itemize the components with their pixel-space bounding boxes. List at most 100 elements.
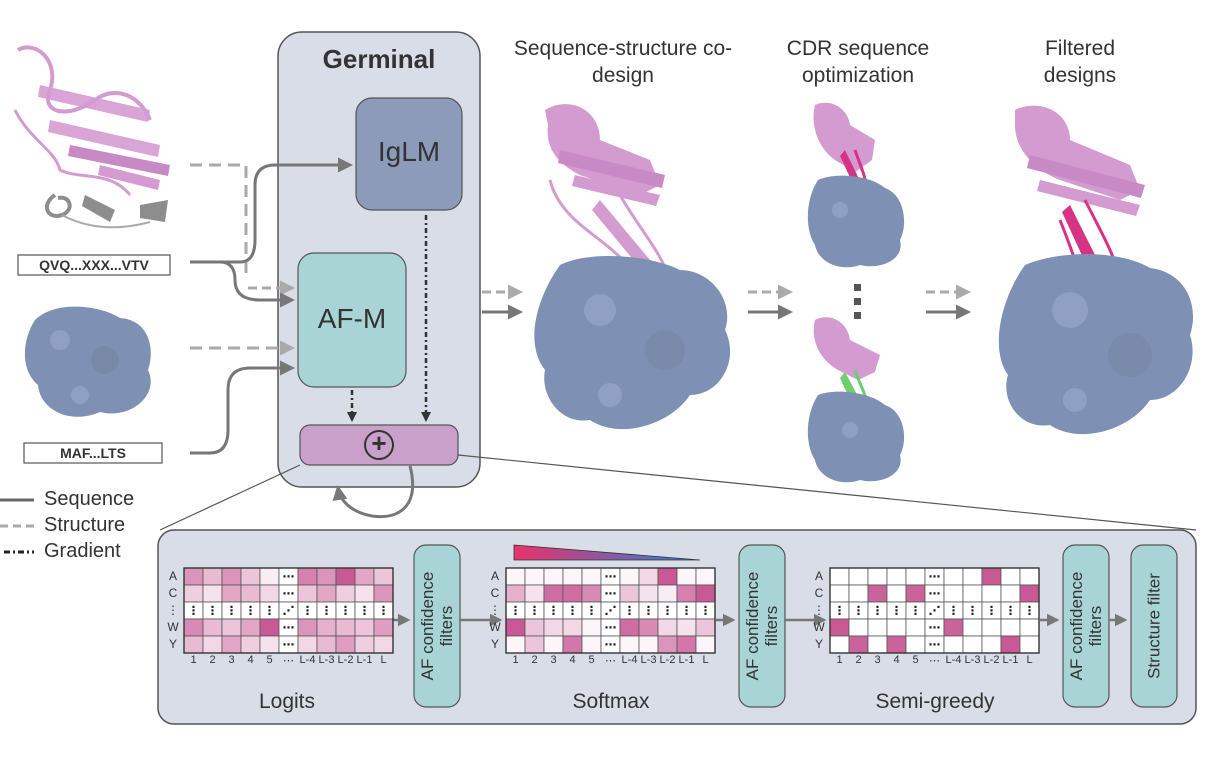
logits-cell (240, 635, 261, 654)
logits-cell (183, 567, 204, 586)
logits-cell (259, 567, 280, 586)
semigreedy-cell (1000, 584, 1021, 603)
semigreedy-ellipsis: ⋮ (1005, 604, 1017, 618)
target-sequence-box (23, 442, 163, 464)
semigreedy-cell (886, 584, 907, 603)
logits-cell (297, 635, 318, 654)
logits-cell (316, 618, 337, 637)
softmax-col-label: L-2 (659, 654, 676, 666)
logits-ellipsis: ⋮ (245, 604, 257, 618)
logits-col-label: 1 (190, 654, 197, 666)
logits-cell (240, 567, 261, 586)
logits-cell (373, 584, 394, 603)
semigreedy-label: Semi-greedy (875, 690, 995, 713)
logits-col-label: L-2 (337, 654, 354, 666)
softmax-row-label: Y (490, 637, 499, 651)
logits-row-label: W (167, 620, 179, 634)
softmax-cell (562, 567, 583, 586)
logits-label: Logits (258, 690, 316, 713)
logits-ellipsis: ⋮ (378, 604, 390, 618)
logits-cell (335, 584, 356, 603)
softmax-ellipsis: ⋯ (605, 570, 617, 584)
af-filter-label-1: AF confidence filters (418, 571, 456, 681)
af-filter-label-2: AF confidence filters (743, 571, 781, 681)
softmax-row-label: C (490, 586, 500, 600)
semigreedy-col-label: 1 (836, 654, 843, 666)
logits-cell (297, 584, 318, 603)
softmax-row-label: A (490, 569, 499, 583)
semigreedy-row-label: Y (814, 637, 823, 651)
logits-col-label: L (380, 654, 387, 666)
semigreedy-cell (905, 567, 926, 586)
logits-cell (259, 618, 280, 637)
semigreedy-cell (1000, 567, 1021, 586)
logits-cell (221, 618, 242, 637)
softmax-ellipsis: ⋮ (681, 604, 693, 618)
semigreedy-row-label: ⋮ (813, 603, 825, 617)
logits-cell (240, 618, 261, 637)
legend-sequence-label: Sequence (44, 488, 135, 510)
semigreedy-cell (829, 618, 850, 637)
softmax-col-label: 5 (588, 654, 595, 666)
iglm-box (355, 97, 463, 211)
softmax-cell (638, 635, 659, 654)
semigreedy-cell (867, 618, 888, 637)
softmax-cell (657, 567, 678, 586)
logits-cell (316, 584, 337, 603)
semigreedy-cell (829, 584, 850, 603)
afm-box (297, 252, 407, 388)
softmax-cell (562, 584, 583, 603)
logits-cell (202, 635, 223, 654)
logits-ellipsis: ⋯ (283, 587, 295, 601)
logits-cell (202, 567, 223, 586)
softmax-cell (505, 584, 526, 603)
softmax-cell (524, 635, 545, 654)
logits-col-label: L-1 (356, 654, 373, 666)
softmax-cell (543, 584, 564, 603)
target-sequence-text: MAF...LTS (60, 445, 126, 461)
softmax-cell (524, 567, 545, 586)
logits-ellipsis: ⋮ (226, 604, 238, 618)
semigreedy-cell (1019, 584, 1040, 603)
semigreedy-ellipsis: ⋯ (929, 570, 941, 584)
semigreedy-cell (829, 635, 850, 654)
softmax-cell (638, 618, 659, 637)
logits-cell (221, 567, 242, 586)
logits-border (183, 567, 394, 654)
semigreedy-matrix: ⋯⋯⋮⋮⋮⋮⋮⋰⋮⋮⋮⋮⋮⋯⋯ (829, 567, 1040, 654)
legend-gradient-label: Gradient (44, 540, 121, 562)
softmax-col-label: 3 (550, 654, 557, 666)
logits-cell (221, 584, 242, 603)
softmax-ellipsis: ⋮ (548, 604, 560, 618)
logits-cell (335, 635, 356, 654)
semigreedy-cell (981, 618, 1002, 637)
input-arrows (190, 157, 431, 519)
softmax-cell (581, 584, 602, 603)
logits-row-label: C (168, 586, 178, 600)
softmax-temperature-bar (513, 544, 701, 561)
logits-cell (259, 584, 280, 603)
softmax-cell (524, 584, 545, 603)
softmax-col-label: 2 (531, 654, 538, 666)
zoom-line-left (159, 464, 301, 531)
logits-ellipsis: ⋮ (359, 604, 371, 618)
logits-cell (316, 567, 337, 586)
softmax-cell (543, 635, 564, 654)
semigreedy-cell (867, 567, 888, 586)
semigreedy-col-label: 2 (855, 654, 862, 666)
softmax-col-label: 1 (512, 654, 519, 666)
semigreedy-cell (1000, 618, 1021, 637)
softmax-row-label: W (489, 620, 501, 634)
softmax-cell (581, 567, 602, 586)
stage-cdr-title: CDR sequence optimization (786, 37, 930, 87)
softmax-cell (638, 584, 659, 603)
semigreedy-cell (867, 584, 888, 603)
cdr-ellipsis-dots (854, 284, 861, 319)
cdr-complex-top (807, 102, 905, 268)
logits-cell (259, 635, 280, 654)
softmax-ellipsis: ⋮ (624, 604, 636, 618)
softmax-cell (695, 618, 716, 637)
semigreedy-ellipsis: ⋮ (910, 604, 922, 618)
semigreedy-cell (848, 635, 869, 654)
